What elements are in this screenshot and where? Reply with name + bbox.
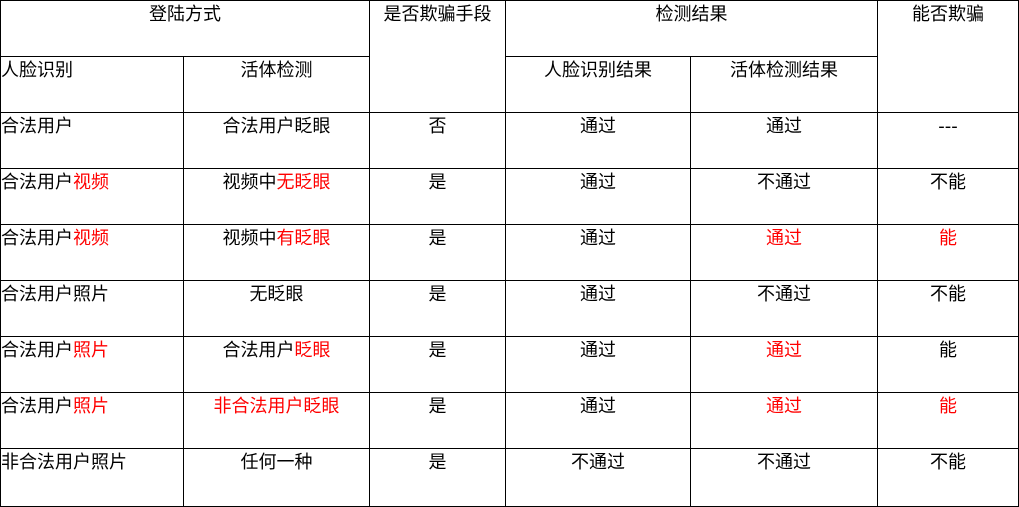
liveness-detection-cell: 无眨眼	[183, 280, 370, 337]
table-row: 合法用户照片 非合法用户眨眼 是 通过 通过 能	[0, 392, 1019, 449]
face-result-cell: 通过	[505, 280, 691, 337]
liveness-result-cell: 不通过	[690, 168, 878, 225]
table-row: 合法用户照片 合法用户眨眼 是 通过 通过 能	[0, 336, 1019, 393]
liveness-result-cell: 不通过	[690, 448, 878, 507]
table-row: 合法用户视频 视频中无眨眼 是 通过 不通过 不能	[0, 168, 1019, 225]
face-result-cell: 通过	[505, 392, 691, 449]
liveness-result-cell: 通过	[690, 392, 878, 449]
is-fraud-cell: 是	[369, 224, 506, 281]
face-recognition-cell: 合法用户	[0, 112, 184, 169]
header-liveness-detection: 活体检测	[183, 56, 370, 113]
header-detection-result: 检测结果	[505, 0, 878, 57]
liveness-detection-cell: 视频中有眨眼	[183, 224, 370, 281]
can-deceive-cell: 能	[877, 392, 1019, 449]
can-deceive-cell: ---	[877, 112, 1019, 169]
table-row: 合法用户照片 无眨眼 是 通过 不通过 不能	[0, 280, 1019, 337]
is-fraud-cell: 是	[369, 280, 506, 337]
is-fraud-cell: 是	[369, 392, 506, 449]
is-fraud-cell: 是	[369, 336, 506, 393]
can-deceive-cell: 能	[877, 336, 1019, 393]
is-fraud-cell: 是	[369, 168, 506, 225]
can-deceive-cell: 不能	[877, 448, 1019, 507]
face-result-cell: 不通过	[505, 448, 691, 507]
liveness-detection-cell: 非合法用户眨眼	[183, 392, 370, 449]
liveness-detection-cell: 合法用户眨眼	[183, 112, 370, 169]
header-can-deceive: 能否欺骗	[877, 0, 1019, 113]
face-recognition-cell: 合法用户视频	[0, 224, 184, 281]
is-fraud-cell: 是	[369, 448, 506, 507]
face-recognition-cell: 合法用户视频	[0, 168, 184, 225]
face-recognition-cell: 非合法用户照片	[0, 448, 184, 507]
is-fraud-cell: 否	[369, 112, 506, 169]
liveness-result-cell: 通过	[690, 336, 878, 393]
can-deceive-cell: 不能	[877, 280, 1019, 337]
face-result-cell: 通过	[505, 168, 691, 225]
header-liveness-result: 活体检测结果	[690, 56, 878, 113]
can-deceive-cell: 不能	[877, 168, 1019, 225]
liveness-detection-cell: 视频中无眨眼	[183, 168, 370, 225]
face-recognition-cell: 合法用户照片	[0, 336, 184, 393]
header-face-recognition: 人脸识别	[0, 56, 184, 113]
table-row: 合法用户 合法用户眨眼 否 通过 通过 ---	[0, 112, 1019, 169]
liveness-detection-cell: 任何一种	[183, 448, 370, 507]
face-result-cell: 通过	[505, 224, 691, 281]
liveness-result-cell: 通过	[690, 112, 878, 169]
face-recognition-cell: 合法用户照片	[0, 392, 184, 449]
face-recognition-cell: 合法用户照片	[0, 280, 184, 337]
table-row: 合法用户视频 视频中有眨眼 是 通过 通过 能	[0, 224, 1019, 281]
header-face-result: 人脸识别结果	[505, 56, 691, 113]
can-deceive-cell: 能	[877, 224, 1019, 281]
face-result-cell: 通过	[505, 336, 691, 393]
liveness-result-cell: 通过	[690, 224, 878, 281]
table-row: 非合法用户照片 任何一种 是 不通过 不通过 不能	[0, 448, 1019, 507]
header-is-fraud: 是否欺骗手段	[369, 0, 506, 113]
face-result-cell: 通过	[505, 112, 691, 169]
liveness-result-cell: 不通过	[690, 280, 878, 337]
liveness-detection-cell: 合法用户眨眼	[183, 336, 370, 393]
header-login-method: 登陆方式	[0, 0, 370, 57]
